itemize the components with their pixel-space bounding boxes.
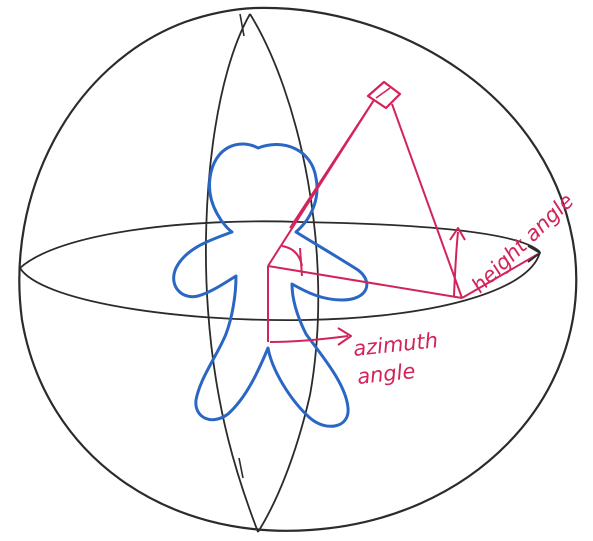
camera-icon	[368, 82, 400, 108]
azimuth-label-line1: azimuth	[352, 328, 439, 361]
height-angle-label: height angle	[467, 189, 579, 298]
angle-construction	[268, 100, 538, 342]
equator-back	[20, 221, 540, 268]
camera-vertical-drop	[392, 104, 462, 298]
equator-front	[20, 252, 540, 320]
person-silhouette	[174, 144, 367, 426]
azimuth-label-line2: angle	[356, 359, 416, 389]
center-angle-arc	[282, 246, 302, 266]
meridian-tick-bottom	[239, 458, 243, 478]
view-cone-line	[290, 100, 374, 228]
meridian-back-arc	[206, 14, 258, 532]
